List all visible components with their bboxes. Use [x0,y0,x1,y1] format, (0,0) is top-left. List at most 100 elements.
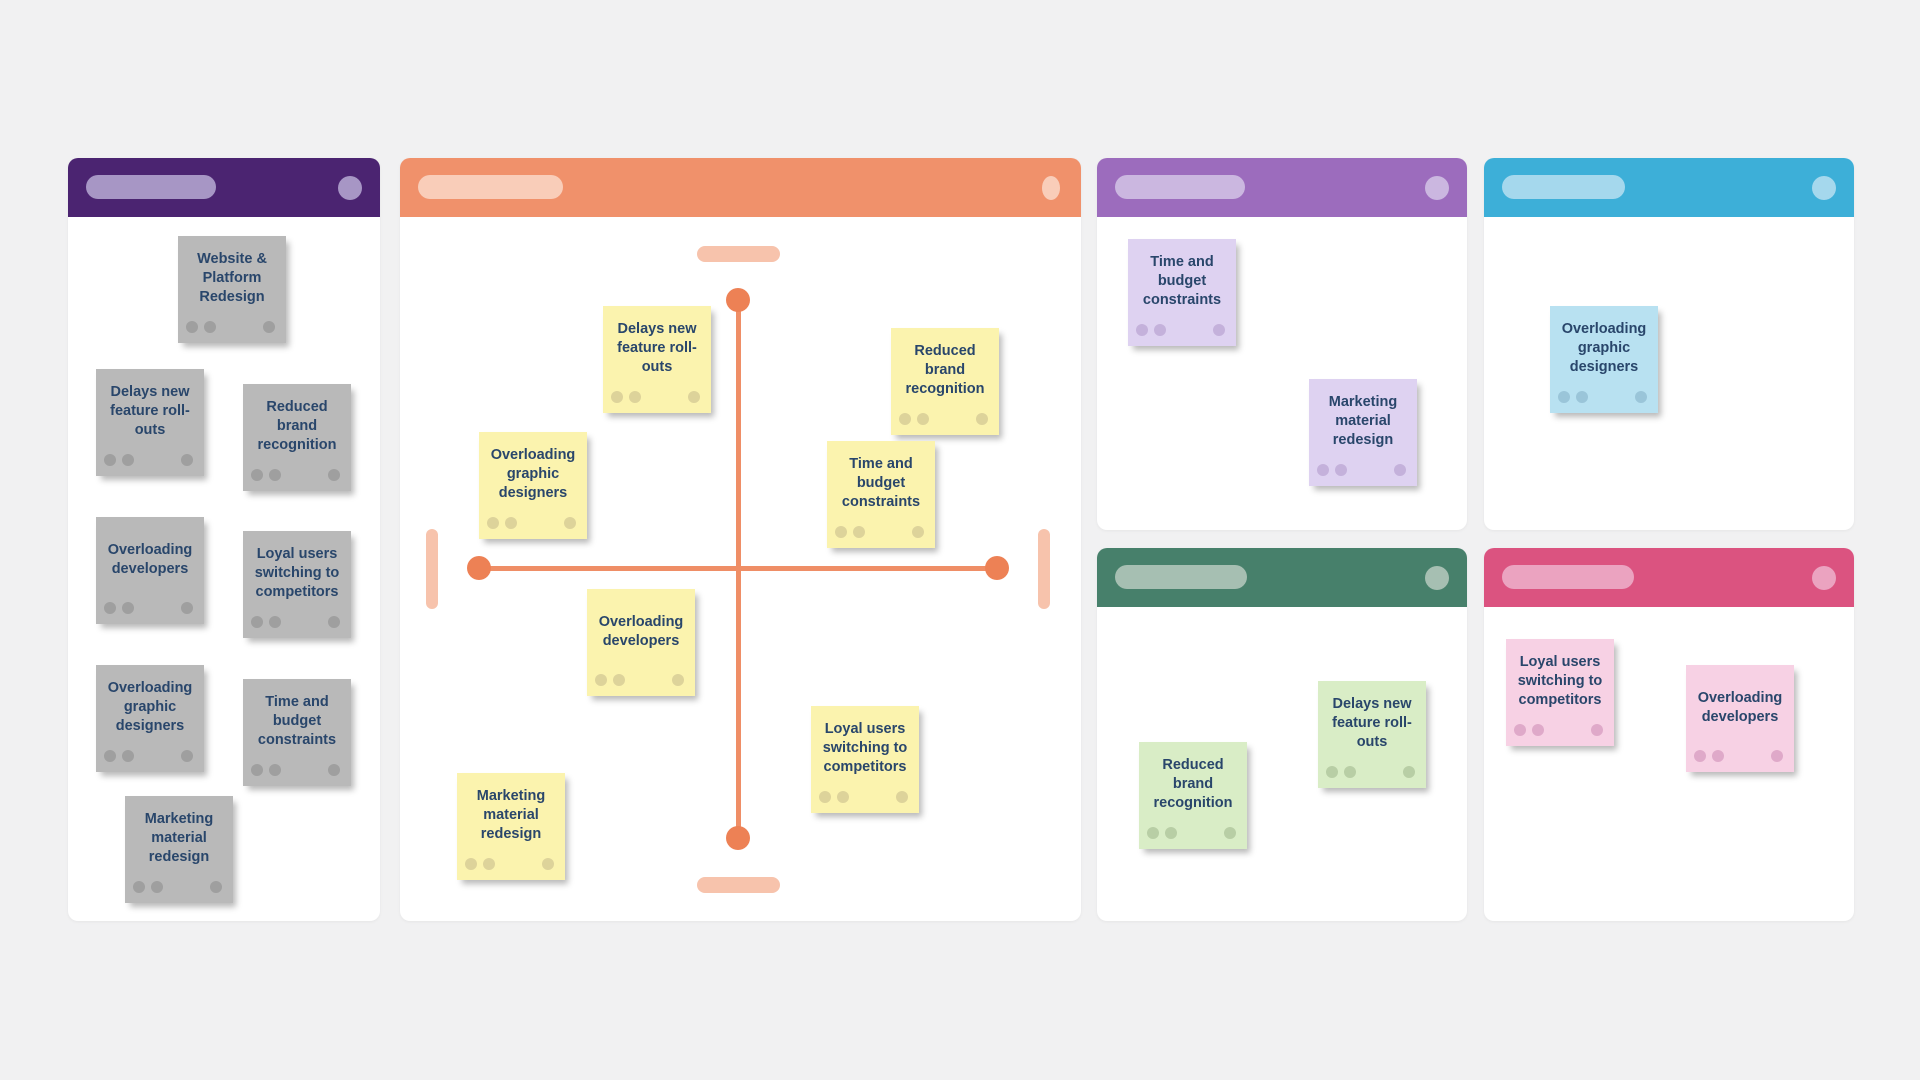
note-dot [251,616,263,628]
note-dot [1771,750,1783,762]
note-dot [1136,324,1148,336]
sticky-note[interactable]: Overloading developers [1686,665,1794,772]
frame-collection[interactable]: Website & Platform Redesign Delays new f… [68,158,380,921]
sticky-note-text: Loyal users switching to competitors [822,721,908,775]
axis-label-placeholder-right [1038,529,1050,609]
note-dot [328,469,340,481]
note-dot [564,517,576,529]
note-dot [595,674,607,686]
note-dot [917,413,929,425]
note-dot [122,454,134,466]
panel-header[interactable] [1097,548,1467,607]
panel-header-circle[interactable] [338,176,362,200]
sticky-note-text: Reduced brand recognition [1153,757,1233,811]
note-dots [1694,750,1783,762]
note-dots [595,674,684,686]
sticky-note[interactable]: Delays new feature roll-outs [603,306,711,413]
sticky-note[interactable]: Loyal users switching to competitors [243,531,351,638]
frame-breakout-purple[interactable]: Time and budget constraints Marketing ma… [1097,158,1467,530]
panel-header[interactable] [1097,158,1467,217]
note-dot [1576,391,1588,403]
panel-header-circle[interactable] [1425,176,1449,200]
sticky-note[interactable]: Overloading developers [96,517,204,624]
note-dots [251,764,340,776]
frame-breakout-cyan[interactable]: Overloading graphic designers [1484,158,1854,530]
note-dots [835,526,924,538]
panel-header-circle[interactable] [1042,176,1060,200]
panel-header[interactable] [68,158,380,217]
sticky-note[interactable]: Overloading graphic designers [1550,306,1658,413]
sticky-note-text: Overloading developers [107,541,193,577]
note-dots [1136,324,1225,336]
note-dot [688,391,700,403]
panel-title-placeholder [1502,175,1625,199]
note-dots [186,321,275,333]
panel-title-placeholder [418,175,563,199]
note-dot [133,881,145,893]
sticky-note[interactable]: Time and budget constraints [827,441,935,548]
sticky-note[interactable]: Overloading graphic designers [96,665,204,772]
sticky-note[interactable]: Loyal users switching to competitors [1506,639,1614,746]
sticky-note[interactable]: Overloading developers [587,589,695,696]
note-dot [204,321,216,333]
note-dot [1344,766,1356,778]
sticky-note[interactable]: Loyal users switching to competitors [811,706,919,813]
sticky-note[interactable]: Website & Platform Redesign [178,236,286,343]
sticky-note[interactable]: Marketing material redesign [125,796,233,903]
note-dot [263,321,275,333]
note-dot [483,858,495,870]
note-dot [181,750,193,762]
sticky-note[interactable]: Marketing material redesign [457,773,565,880]
sticky-note-text: Marketing material redesign [1328,394,1398,448]
sticky-note-text: Overloading graphic designers [490,447,576,501]
sticky-note[interactable]: Reduced brand recognition [891,328,999,435]
note-dot [269,469,281,481]
note-dots [465,858,554,870]
panel-header[interactable] [1484,548,1854,607]
sticky-note-text: Delays new feature roll-outs [617,321,697,375]
frame-breakout-pink[interactable]: Loyal users switching to competitors Ove… [1484,548,1854,921]
sticky-note[interactable]: Delays new feature roll-outs [1318,681,1426,788]
note-dot [1335,464,1347,476]
note-dot [1694,750,1706,762]
note-dot [269,616,281,628]
sticky-note[interactable]: Delays new feature roll-outs [96,369,204,476]
note-dot [613,674,625,686]
axis-label-placeholder-bottom [697,877,780,893]
sticky-note[interactable]: Marketing material redesign [1309,379,1417,486]
sticky-note[interactable]: Overloading graphic designers [479,432,587,539]
note-dots [1326,766,1415,778]
note-dots [104,750,193,762]
note-dots [611,391,700,403]
note-dot [104,454,116,466]
axis-label-placeholder-top [697,246,780,262]
panel-header[interactable] [1484,158,1854,217]
note-dot [151,881,163,893]
note-dot [672,674,684,686]
note-dot [1326,766,1338,778]
sticky-note[interactable]: Reduced brand recognition [243,384,351,491]
note-dot [1712,750,1724,762]
sticky-note[interactable]: Time and budget constraints [243,679,351,786]
note-dots [1558,391,1647,403]
frame-impact-matrix[interactable]: Delays new feature roll-outs Reduced bra… [400,158,1081,921]
sticky-note-text: Overloading developers [598,613,684,649]
sticky-note[interactable]: Reduced brand recognition [1139,742,1247,849]
note-dots [251,616,340,628]
sticky-note[interactable]: Time and budget constraints [1128,239,1236,346]
sticky-note-text: Time and budget constraints [1142,254,1222,308]
note-dot [328,616,340,628]
sticky-note-text: Reduced brand recognition [905,343,985,397]
panel-header[interactable] [400,158,1081,217]
panel-header-circle[interactable] [1425,566,1449,590]
note-dot [251,764,263,776]
panel-header-circle[interactable] [1812,176,1836,200]
note-dot [181,454,193,466]
panel-header-circle[interactable] [1812,566,1836,590]
note-dot [976,413,988,425]
note-dot [1514,724,1526,736]
frame-breakout-green[interactable]: Reduced brand recognition Delays new fea… [1097,548,1467,921]
note-dot [122,602,134,614]
note-dot [505,517,517,529]
